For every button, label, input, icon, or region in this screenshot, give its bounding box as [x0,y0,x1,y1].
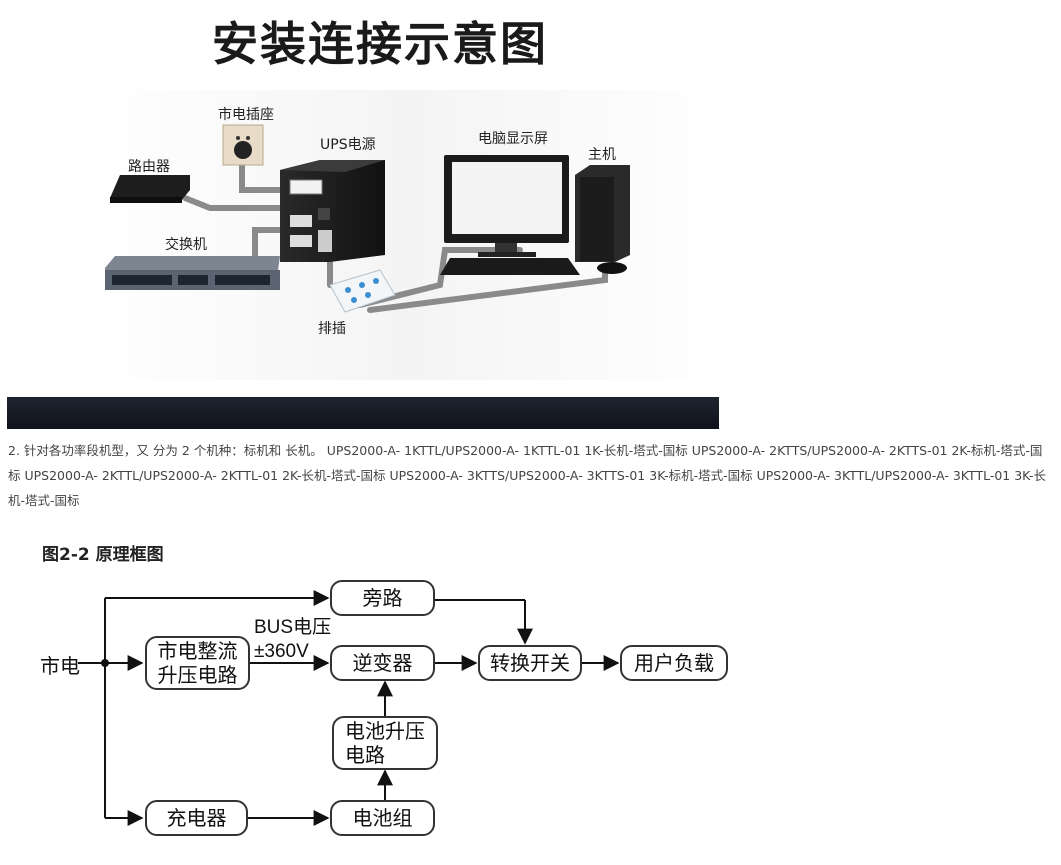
bypass-box: 旁路 [330,580,435,616]
router-icon [110,175,190,203]
computer-tower-icon [575,165,630,274]
transfer-switch-label: 转换开关 [490,651,570,675]
user-load-label: 用户负载 [634,651,714,675]
switch-label: 交换机 [165,234,207,254]
charger-box: 充电器 [145,800,248,836]
junction-dot [101,659,109,667]
page-title: 安装连接示意图 [0,8,760,74]
inverter-box: 逆变器 [330,645,435,681]
ups-icon [280,160,385,262]
monitor-icon [444,155,569,257]
battery-pack-box: 电池组 [330,800,435,836]
bus-line2: ±360V [254,640,331,664]
charger-label: 充电器 [167,806,227,830]
installation-illustration [0,80,760,380]
outlet-label: 市电插座 [218,104,274,124]
transfer-switch-box: 转换开关 [478,645,582,681]
battery-boost-box: 电池升压 电路 [332,716,438,770]
bypass-label: 旁路 [363,586,403,610]
inverter-label: 逆变器 [353,651,413,675]
ups-label: UPS电源 [320,134,376,154]
rectifier-box: 市电整流 升压电路 [145,636,250,690]
keyboard-icon [440,258,580,275]
installation-diagram: 市电插座 UPS电源 电脑显示屏 主机 路由器 交换机 排插 [0,80,760,380]
monitor-label: 电脑显示屏 [478,128,548,148]
block-diagram: 市电 市电整流 升压电路 BUS电压 ±360V 旁路 逆变器 转换开关 用户负… [30,568,750,858]
bus-voltage-label: BUS电压 ±360V [254,616,331,664]
strip-label: 排插 [318,318,346,338]
network-switch-icon [105,256,280,290]
bus-line1: BUS电压 [254,616,331,640]
figure-title: 图2-2 原理框图 [42,540,164,565]
boost-line2: 电路 [345,743,425,767]
dark-banner [7,397,719,429]
boost-line1: 电池升压 [345,719,425,743]
model-description: 2. 针对各功率段机型，又 分为 2 个机种：标机和 长机。 UPS2000-A… [8,438,1053,513]
rectifier-line1: 市电整流 [158,639,238,663]
host-label: 主机 [588,144,616,164]
battery-pack-label: 电池组 [353,806,413,830]
outlet-icon [223,125,263,165]
mains-label: 市电 [40,650,80,679]
rectifier-line2: 升压电路 [158,663,238,687]
router-label: 路由器 [128,156,170,176]
user-load-box: 用户负载 [620,645,728,681]
